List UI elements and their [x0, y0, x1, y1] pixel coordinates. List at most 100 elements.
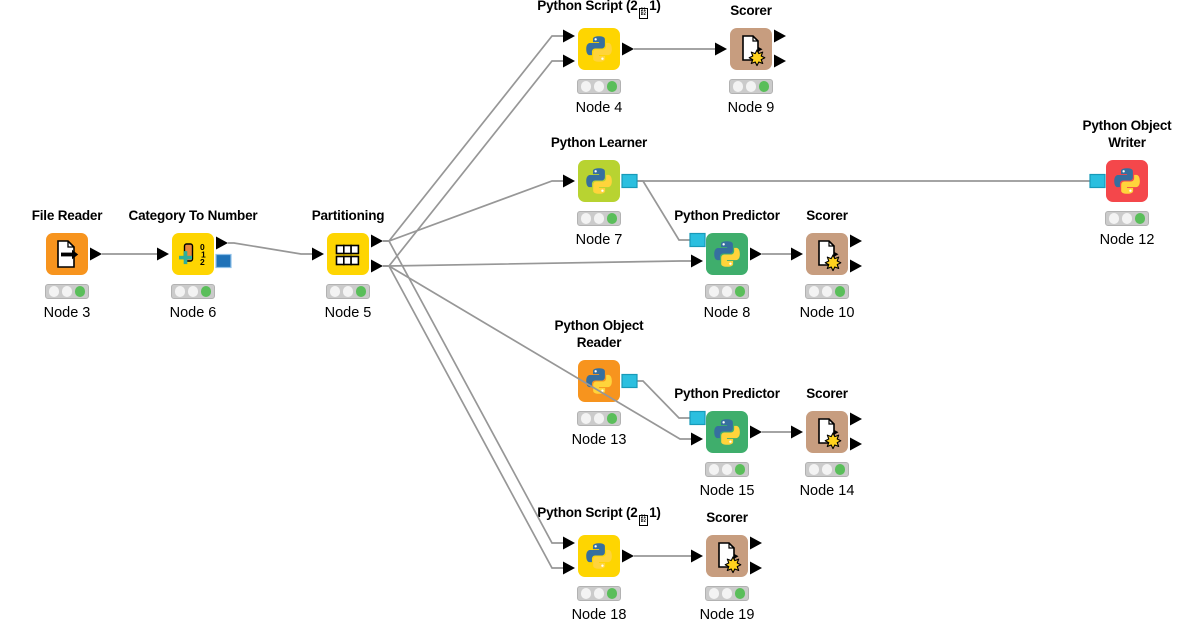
input-port-model[interactable] — [689, 410, 706, 426]
node-id-label[interactable]: Node 18 — [571, 607, 627, 623]
output-port-data[interactable] — [750, 561, 762, 575]
scorer-icon[interactable] — [730, 28, 772, 70]
output-port-data[interactable] — [750, 536, 762, 550]
input-port-data[interactable] — [312, 247, 324, 261]
python-logo-icon[interactable] — [578, 28, 620, 70]
status-dot — [708, 588, 720, 599]
output-port-data[interactable] — [850, 234, 862, 248]
status-dot — [580, 413, 592, 424]
status-dot-executed — [355, 286, 367, 297]
node-id-label[interactable]: Node 3 — [43, 305, 91, 321]
connection-line[interactable] — [383, 260, 691, 267]
output-port-data[interactable] — [774, 54, 786, 68]
node-status-traffic-light — [577, 411, 621, 426]
input-port-model[interactable] — [689, 232, 706, 248]
input-port-data[interactable] — [563, 561, 575, 575]
output-port-data[interactable] — [622, 549, 634, 563]
scorer-icon[interactable] — [806, 411, 848, 453]
node-status-traffic-light — [705, 586, 749, 601]
status-dot-executed — [1134, 213, 1146, 224]
connection-line[interactable] — [228, 242, 312, 255]
status-dot — [593, 213, 605, 224]
output-port-data[interactable] — [850, 437, 862, 451]
node-id-label[interactable]: Node 7 — [575, 232, 623, 248]
output-port-data[interactable] — [774, 29, 786, 43]
file-reader-icon[interactable] — [46, 233, 88, 275]
scorer-icon[interactable] — [806, 233, 848, 275]
input-port-data[interactable] — [563, 29, 575, 43]
status-dot-executed — [734, 464, 746, 475]
output-port-model[interactable] — [621, 173, 638, 189]
node-id-label[interactable]: Node 5 — [324, 305, 372, 321]
node-status-traffic-light — [705, 462, 749, 477]
input-port-data[interactable] — [791, 425, 803, 439]
partitioning-icon[interactable] — [327, 233, 369, 275]
python-logo-icon[interactable] — [706, 233, 748, 275]
node-id-label[interactable]: Node 10 — [799, 305, 855, 321]
python-logo-icon[interactable] — [578, 535, 620, 577]
input-port-model[interactable] — [1089, 173, 1106, 189]
node-id-label[interactable]: Node 14 — [799, 483, 855, 499]
input-port-data[interactable] — [563, 54, 575, 68]
status-dot — [342, 286, 354, 297]
output-port-data[interactable] — [371, 234, 383, 248]
node-id-label[interactable]: Node 19 — [699, 607, 755, 623]
node-status-traffic-light — [577, 586, 621, 601]
node-id-label[interactable]: Node 6 — [169, 305, 217, 321]
connection-line[interactable] — [383, 265, 691, 440]
input-port-data[interactable] — [791, 247, 803, 261]
python-logo-icon[interactable] — [578, 360, 620, 402]
connection-line[interactable] — [383, 240, 563, 544]
node-status-traffic-light — [729, 79, 773, 94]
input-port-data[interactable] — [691, 549, 703, 563]
input-port-data[interactable] — [563, 536, 575, 550]
output-port-data[interactable] — [750, 425, 762, 439]
input-port-data[interactable] — [157, 247, 169, 261]
status-dot — [593, 413, 605, 424]
input-port-data[interactable] — [691, 254, 703, 268]
node-id-label[interactable]: Node 15 — [699, 483, 755, 499]
python-logo-icon[interactable] — [578, 160, 620, 202]
scorer-icon[interactable] — [706, 535, 748, 577]
node-id-label[interactable]: Node 12 — [1099, 232, 1155, 248]
output-port-data[interactable] — [850, 259, 862, 273]
status-dot — [721, 464, 733, 475]
output-port-data[interactable] — [90, 247, 102, 261]
output-port-data[interactable] — [850, 412, 862, 426]
output-port-data[interactable] — [622, 42, 634, 56]
python-logo-icon[interactable] — [706, 411, 748, 453]
status-dot-executed — [734, 286, 746, 297]
node-id-label[interactable]: Node 4 — [575, 100, 623, 116]
node-id-label[interactable]: Node 8 — [703, 305, 751, 321]
node-status-traffic-light — [577, 211, 621, 226]
output-port-data[interactable] — [750, 247, 762, 261]
output-port-data[interactable] — [371, 259, 383, 273]
status-dot — [808, 286, 820, 297]
python-logo-icon[interactable] — [1106, 160, 1148, 202]
output-port-data[interactable] — [216, 236, 228, 250]
input-port-data[interactable] — [715, 42, 727, 56]
status-dot — [187, 286, 199, 297]
node-id-label[interactable]: Node 13 — [571, 432, 627, 448]
node-id-label[interactable]: Node 9 — [727, 100, 775, 116]
input-port-data[interactable] — [563, 174, 575, 188]
connection-line[interactable] — [383, 60, 563, 267]
input-port-data[interactable] — [691, 432, 703, 446]
output-port-pmml[interactable] — [215, 253, 232, 269]
